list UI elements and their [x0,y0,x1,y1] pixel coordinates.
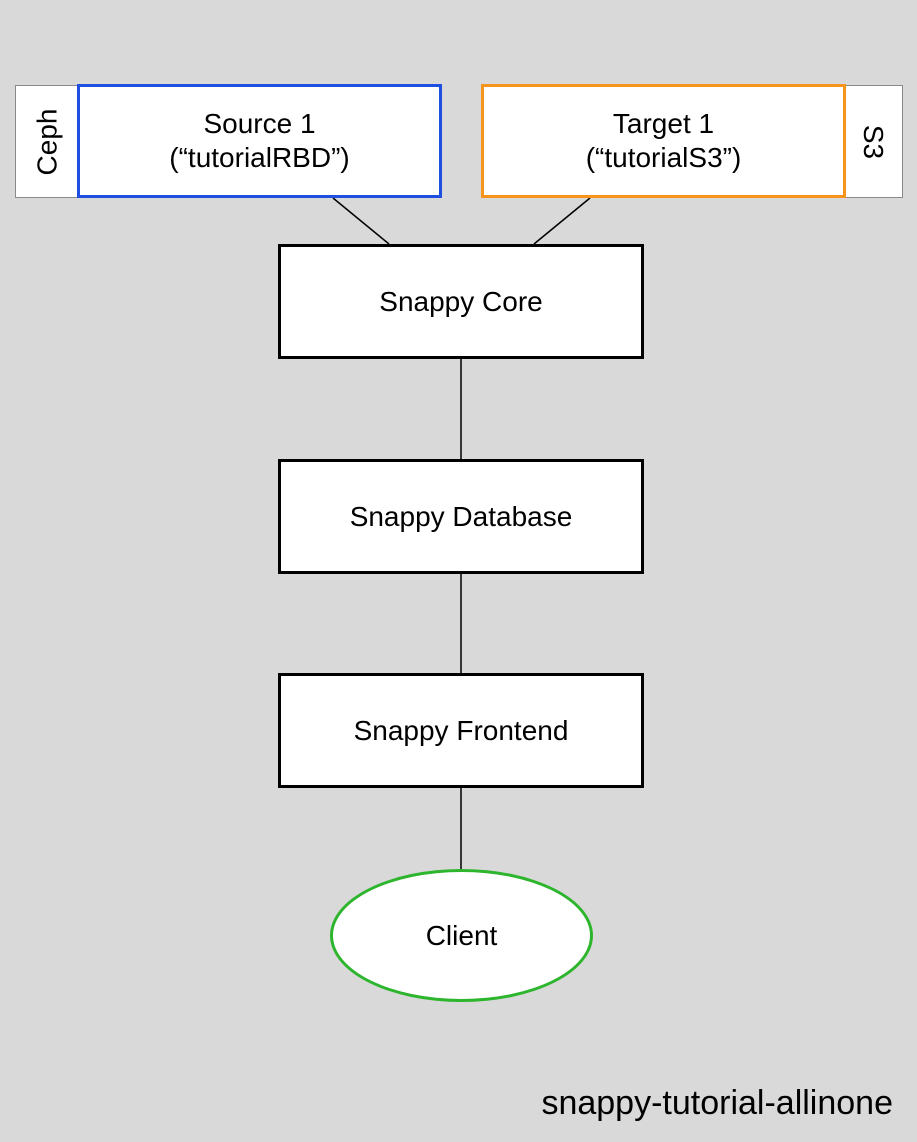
target-title: Target 1 [612,108,715,140]
snappy-database-label: Snappy Database [349,500,573,532]
snappy-frontend-node: Snappy Frontend [278,673,644,788]
target-subtitle: (“tutorialS3”) [585,142,742,173]
client-node: Client [330,869,593,1002]
ceph-backend-tab: Ceph [15,85,79,198]
source-to-core-line [332,197,390,245]
target-to-core-line [533,197,591,245]
snappy-frontend-label: Snappy Frontend [353,714,569,746]
source-node: Source 1 (“tutorialRBD”) [77,84,442,198]
source-subtitle: (“tutorialRBD”) [169,142,350,173]
target-node: Target 1 (“tutorialS3”) [481,84,846,198]
diagram-caption: snappy-tutorial-allinone [541,1084,893,1122]
s3-backend-tab: S3 [843,85,903,198]
client-label: Client [425,919,498,951]
snappy-database-node: Snappy Database [278,459,644,574]
ceph-backend-label: Ceph [31,108,62,175]
snappy-core-node: Snappy Core [278,244,644,359]
snappy-core-label: Snappy Core [379,285,543,317]
s3-backend-label: S3 [858,124,889,159]
source-title: Source 1 [203,108,316,140]
